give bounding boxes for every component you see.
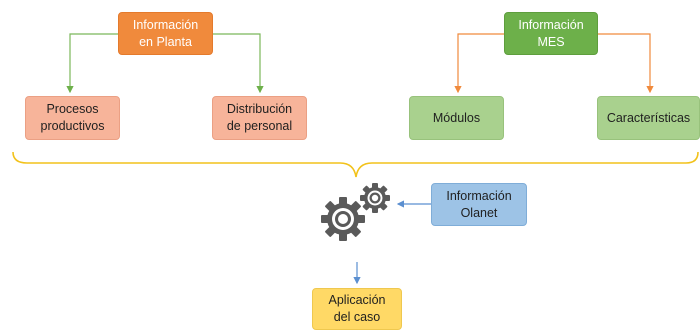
connector-planta-procesos — [66, 33, 118, 94]
node-procesos-productivos: Procesos productivos — [25, 96, 120, 140]
connector-mes-modulos — [454, 33, 504, 94]
node-informacion-planta: Información en Planta — [118, 12, 213, 55]
node-informacion-olanet: Información Olanet — [431, 183, 527, 226]
node-aplicacion-caso: Aplicación del caso — [312, 288, 402, 330]
node-distribucion-personal: Distribución de personal — [212, 96, 307, 140]
connector-planta-distribucion — [212, 33, 264, 94]
connector-mes-caracteristicas — [598, 33, 654, 94]
node-caracteristicas: Características — [597, 96, 700, 140]
gears-icon — [321, 183, 390, 241]
curly-brace — [12, 151, 699, 178]
node-modulos: Módulos — [409, 96, 504, 140]
node-informacion-mes: Información MES — [504, 12, 598, 55]
